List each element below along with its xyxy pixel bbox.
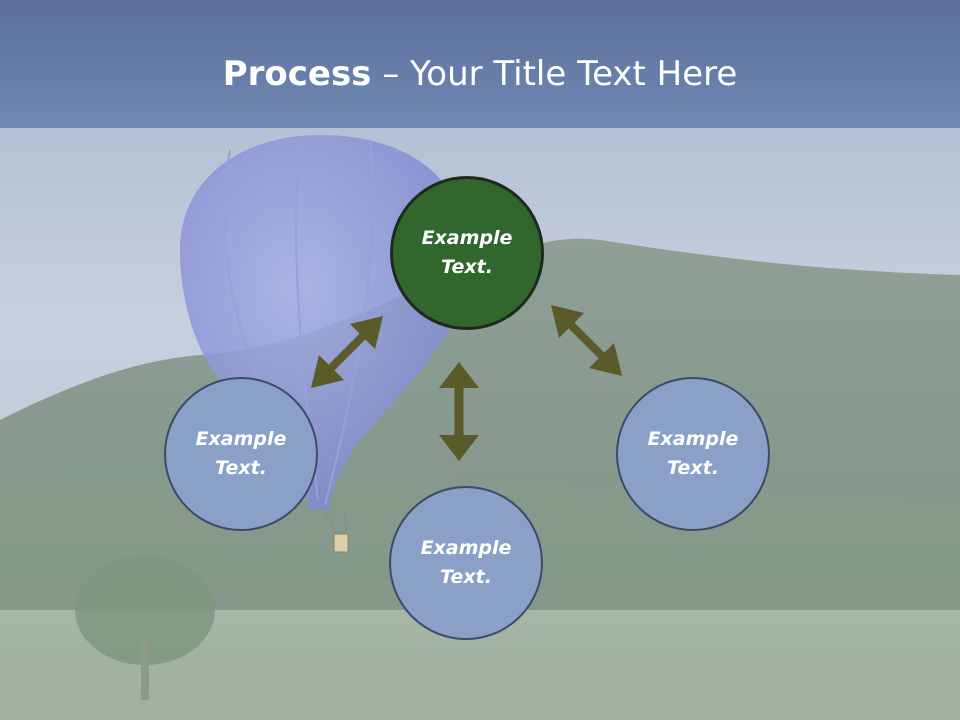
node-left-text: Example Text.	[195, 428, 287, 479]
arrow-left-diagonal	[311, 316, 383, 388]
node-right-text: Example Text.	[647, 428, 739, 479]
node-center-text: Example Text.	[421, 227, 513, 278]
process-node-center: Example Text.	[390, 176, 544, 330]
arrow-vertical	[439, 362, 479, 461]
title-rest: – Your Title Text Here	[371, 54, 738, 94]
process-node-left: Example Text.	[164, 377, 318, 531]
process-node-bottom: Example Text.	[389, 486, 543, 640]
process-node-right: Example Text.	[616, 377, 770, 531]
page-title: Process – Your Title Text Here	[0, 52, 960, 96]
title-bar	[0, 0, 960, 128]
arrow-right-diagonal	[551, 305, 622, 376]
node-bottom-text: Example Text.	[420, 537, 512, 588]
title-bold: Process	[222, 54, 372, 94]
